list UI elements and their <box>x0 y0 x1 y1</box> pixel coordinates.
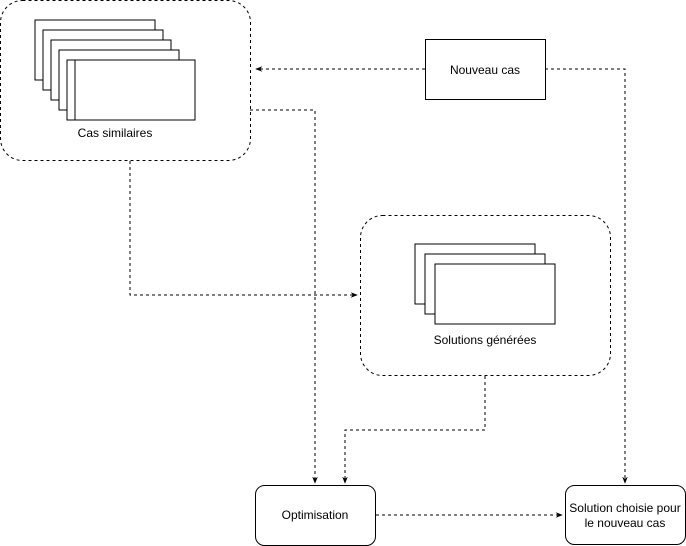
edge-similaires-to-solutions <box>129 161 358 298</box>
solutions-generees-group <box>360 215 611 376</box>
solution-choisie-label-line1: Solution choisie pour <box>569 501 680 515</box>
case-stack-icon <box>34 19 196 121</box>
edge-solutions-to-optimisation <box>342 376 486 484</box>
nouveau-cas-node <box>425 39 546 100</box>
edge-nouveau-to-solution <box>545 68 628 484</box>
edge-similaires-to-optimisation <box>250 109 318 484</box>
solutions-generees-label: Solutions générées <box>434 333 537 347</box>
optimisation-label: Optimisation <box>282 508 349 522</box>
cas-similaires-label: Cas similaires <box>78 126 153 140</box>
solutions-stack-icon <box>414 243 556 325</box>
nouveau-cas-label: Nouveau cas <box>450 63 520 77</box>
solution-choisie-label-line2: le nouveau cas <box>585 516 666 530</box>
solution-choisie-node <box>565 485 686 545</box>
cas-similaires-group <box>0 0 251 161</box>
